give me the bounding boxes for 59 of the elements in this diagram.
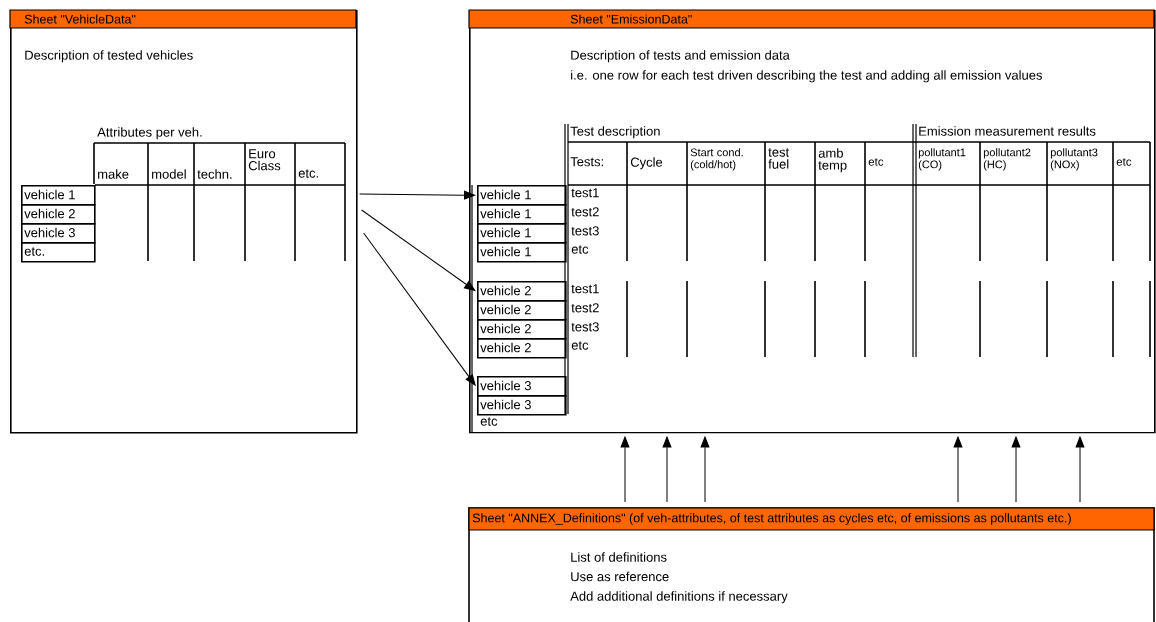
table-header-text: Start cond. (cold/hot) [690, 148, 743, 171]
description-text: Use as reference [571, 571, 669, 582]
table-header-text: etc. [298, 169, 318, 178]
description-text: Add additional definitions if necessary [570, 591, 788, 604]
sheet-header: Sheet "ANNEX_Definitions" (of veh-attributes, of test attributes as cycles etc, of emissions as pollutants etc.) [468, 507, 1155, 531]
table-header-text: techn. [197, 169, 232, 179]
table-header-text: etc [1116, 158, 1132, 166]
vehicle-cell: vehicle 1 [477, 204, 567, 225]
table-header-text: Euro Class [248, 149, 281, 171]
vehicle-cell: vehicle 2 [477, 319, 567, 340]
table-header-text: Cycle [630, 157, 663, 170]
arrow [1075, 436, 1085, 503]
table-header-text: pollutant2 (HC) [983, 148, 1031, 171]
description-text: i.e. one row for each test driven describing the test and adding all emission values [571, 70, 1042, 83]
table-header-text: Emission measurement results [919, 126, 1096, 136]
table-header-text: Test description [570, 126, 660, 139]
arrow [700, 436, 710, 503]
vehicle-cell: vehicle 2 [477, 338, 567, 359]
vehicle-cell: etc. [21, 242, 96, 263]
sheet-header: Sheet "EmissionData" [468, 9, 1155, 29]
vehicle-cell: vehicle 3 [477, 376, 567, 397]
vehicle-cell: vehicle 2 [477, 281, 567, 302]
table-header-text: Tests: [570, 157, 603, 167]
arrow [953, 436, 963, 503]
arrow [363, 232, 476, 386]
vehicle-cell: vehicle 1 [477, 223, 567, 244]
table-header-text: test3 [571, 226, 599, 236]
arrow [359, 190, 476, 200]
table-header-text: amb temp [818, 148, 847, 173]
table-header-text: make [98, 169, 129, 179]
vehicle-cell: vehicle 1 [21, 185, 96, 206]
vehicle-cell: vehicle 3 [477, 395, 567, 416]
table-header-text: pollutant1 (CO) [918, 148, 966, 171]
table-header-text: test2 [571, 303, 599, 313]
arrow [662, 436, 672, 503]
description-text: List of definitions [571, 552, 667, 562]
table-header-text: model [152, 169, 186, 179]
table-header-text: test3 [571, 322, 599, 332]
description-text: Description of tested vehicles [25, 50, 193, 63]
table-header-text: etc [571, 245, 589, 254]
table-header-text: etc [480, 417, 498, 426]
arrow [620, 436, 630, 503]
arrow [1011, 436, 1021, 503]
table-header-text: etc [571, 341, 589, 350]
vehicle-cell: vehicle 3 [21, 223, 96, 244]
vehicle-cell: vehicle 2 [477, 300, 567, 321]
arrow [361, 209, 476, 291]
description-text: Description of tests and emission data [571, 50, 790, 63]
table-header-text: Attributes per veh. [97, 127, 202, 140]
table-header-text: etc [868, 158, 884, 166]
vehicle-cell: vehicle 2 [21, 204, 96, 225]
vehicle-cell: vehicle 1 [477, 185, 567, 206]
table-header-text: test1 [571, 188, 599, 198]
table-header-text: pollutant3 (NOx) [1050, 148, 1098, 171]
table-header-text: test2 [571, 207, 599, 217]
vehicle-cell: vehicle 1 [477, 242, 567, 263]
table-header-text: test fuel [768, 148, 790, 169]
sheet-header: Sheet "VehicleData" [9, 9, 357, 29]
table-header-text: test1 [571, 284, 599, 294]
